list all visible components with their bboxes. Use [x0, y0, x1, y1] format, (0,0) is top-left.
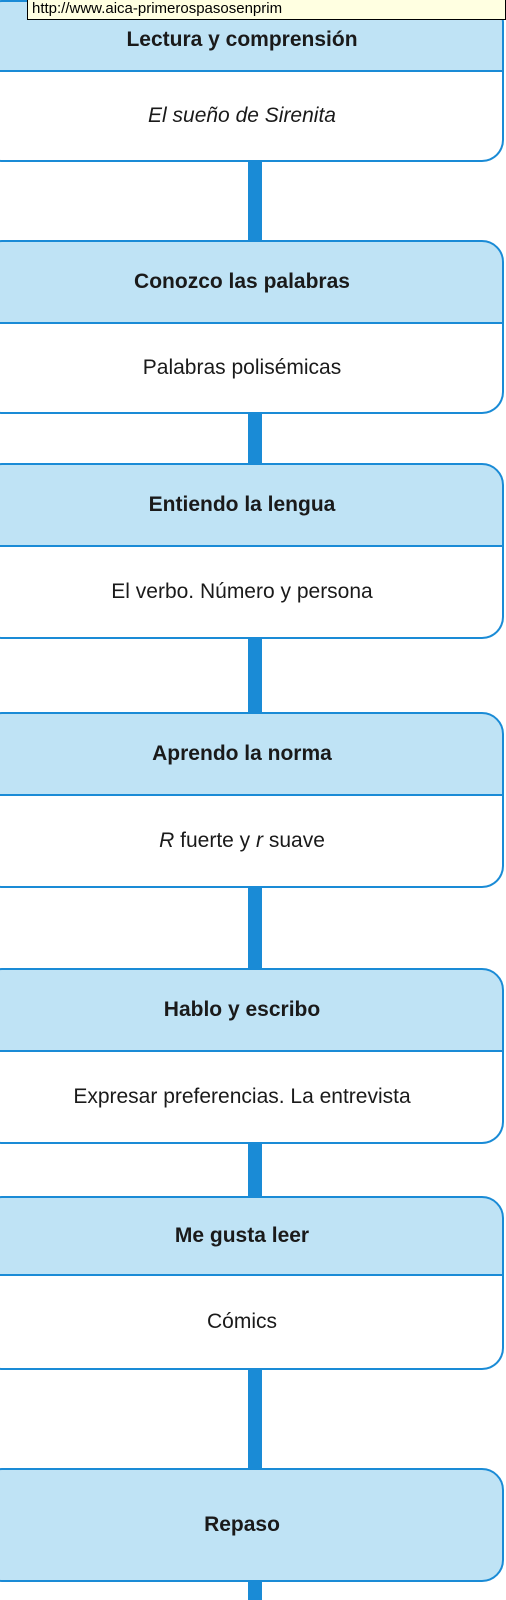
section-body: El sueño de Sirenita: [0, 72, 504, 162]
section-header-text: Hablo y escribo: [163, 998, 321, 1021]
section-body-text: Cómics: [206, 1310, 277, 1333]
section-card-lectura: Lectura y comprensión El sueño de Sireni…: [0, 0, 504, 162]
section-header-text: Entiendo la lengua: [148, 493, 336, 516]
url-tooltip: http://www.aica-primerospasosenprim: [27, 0, 506, 20]
connector-6: [248, 1368, 262, 1470]
text-part: r: [256, 829, 263, 852]
section-card-repaso: Repaso: [0, 1468, 504, 1582]
section-body: R fuerte y r suave: [0, 796, 504, 888]
connector-4: [248, 886, 262, 970]
section-card-conozco: Conozco las palabras Palabras polisémica…: [0, 240, 504, 414]
connector-3: [248, 638, 262, 714]
section-header-text: Aprendo la norma: [152, 742, 332, 765]
text-part: fuerte y: [174, 829, 256, 852]
connector-5: [248, 1142, 262, 1198]
section-header: Repaso: [0, 1468, 504, 1582]
section-body-text: El verbo. Número y persona: [111, 580, 373, 603]
section-body-text: R fuerte y r suave: [159, 829, 325, 853]
section-header: Hablo y escribo: [0, 968, 504, 1052]
section-card-entiendo: Entiendo la lengua El verbo. Número y pe…: [0, 463, 504, 639]
section-header: Aprendo la norma: [0, 712, 504, 796]
text-part: suave: [263, 829, 325, 852]
section-header: Me gusta leer: [0, 1196, 504, 1276]
section-body-text: Palabras polisémicas: [142, 356, 342, 379]
section-header-text: Repaso: [204, 1513, 280, 1536]
section-body: Expresar preferencias. La entrevista: [0, 1052, 504, 1144]
section-body: Palabras polisémicas: [0, 324, 504, 414]
section-header: Conozco las palabras: [0, 240, 504, 324]
section-header: Entiendo la lengua: [0, 463, 504, 547]
connector-2: [248, 413, 262, 465]
section-card-me-gusta: Me gusta leer Cómics: [0, 1196, 504, 1370]
section-header-text: Me gusta leer: [174, 1224, 310, 1247]
section-header-text: Lectura y comprensión: [126, 28, 358, 51]
text-part: R: [159, 829, 175, 852]
connector-7: [248, 1580, 262, 1600]
url-tooltip-text: http://www.aica-primerospasosenprim: [32, 0, 283, 17]
section-body: El verbo. Número y persona: [0, 547, 504, 639]
section-body-text: Expresar preferencias. La entrevista: [73, 1085, 411, 1108]
connector-1: [248, 160, 262, 242]
section-card-aprendo: Aprendo la norma R fuerte y r suave: [0, 712, 504, 888]
section-body: Cómics: [0, 1276, 504, 1370]
section-body-text: El sueño de Sirenita: [148, 104, 336, 127]
section-card-hablo: Hablo y escribo Expresar preferencias. L…: [0, 968, 504, 1144]
section-header-text: Conozco las palabras: [134, 270, 350, 293]
